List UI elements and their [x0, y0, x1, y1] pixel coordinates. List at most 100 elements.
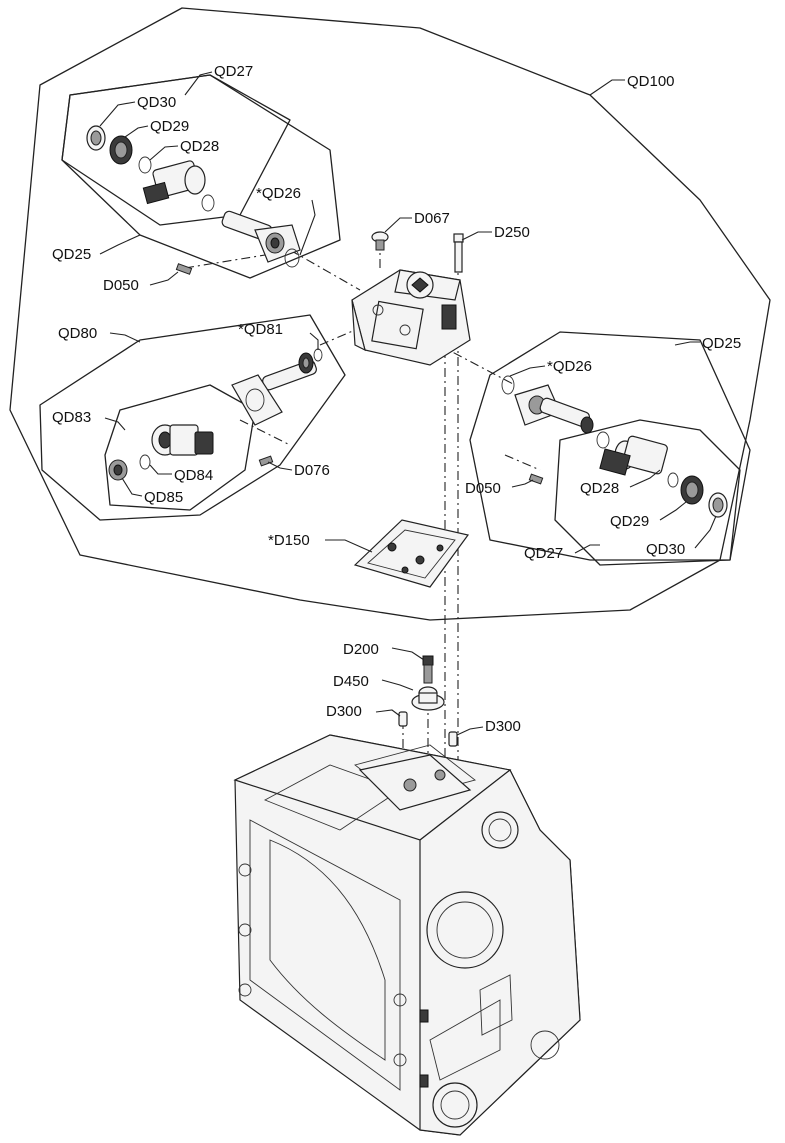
label-d200: D200: [343, 641, 379, 658]
leader-qd30-right: [694, 515, 717, 549]
qd81-spool: [262, 352, 317, 391]
qd26-top-oring: [284, 248, 300, 268]
qd28-right-solenoid: [599, 435, 668, 476]
label-d050-right: D050: [465, 480, 501, 497]
qd30-right-gear: [708, 492, 728, 518]
leader-qd81: [309, 332, 319, 350]
d250-bolt: [453, 233, 464, 273]
qd29-top-gear: [109, 135, 133, 165]
label-qd29-right: QD29: [610, 513, 649, 530]
label-d300-left: D300: [326, 703, 362, 720]
leader-qd83: [104, 417, 126, 431]
d076-screw: [258, 455, 274, 467]
outline-qd83: [104, 384, 256, 511]
label-d150: *D150: [268, 532, 310, 549]
qd85-nut: [108, 459, 128, 481]
qd26-right-oring: [501, 375, 515, 395]
label-qd26-right: *QD26: [547, 358, 592, 375]
label-qd30-right: QD30: [646, 541, 685, 558]
leader-d150: [325, 539, 373, 553]
outline-qd100: [9, 7, 771, 621]
d300-right-pin: [448, 731, 458, 747]
axis-d076: [239, 419, 291, 446]
label-qd80: QD80: [58, 325, 97, 342]
qd28-top-ring: [138, 156, 152, 174]
d150-gasket: [353, 519, 470, 588]
label-qd28-right: QD28: [580, 480, 619, 497]
qd28-right-ring: [596, 431, 610, 449]
label-qd30-top: QD30: [137, 94, 176, 111]
label-qd83: QD83: [52, 409, 91, 426]
leader-d300-left: [375, 709, 401, 717]
qd80-flange: [231, 374, 283, 426]
leader-d200: [391, 647, 425, 661]
leader-qd80: [109, 332, 141, 343]
leader-qd27-right: [574, 544, 600, 554]
label-d300-right: D300: [485, 718, 521, 735]
label-d076: D076: [294, 462, 330, 479]
d200-screw: [422, 655, 434, 684]
leader-qd25-right: [674, 341, 700, 346]
axis-d050-top: [184, 254, 266, 269]
axis-solenoid-top: [289, 249, 361, 291]
leader-d300-right: [456, 726, 484, 736]
leader-qd28-right: [629, 469, 661, 488]
leader-qd28-top: [149, 145, 179, 161]
label-d250: D250: [494, 224, 530, 241]
leader-d450: [381, 679, 414, 691]
leader-qd29-right: [659, 501, 687, 521]
axis-solenoid-right: [419, 334, 516, 386]
axis-qd81: [319, 329, 356, 346]
label-d067: D067: [414, 210, 450, 227]
label-qd81: *QD81: [238, 321, 283, 338]
control-block: [351, 269, 471, 366]
qd29-right-ring: [667, 472, 679, 488]
qd81-oring: [313, 348, 323, 362]
leader-d050-right: [511, 479, 534, 488]
qd29-right-gear: [680, 475, 704, 505]
outline-qd80: [39, 314, 346, 521]
leader-qd29-top: [124, 125, 149, 138]
leader-qd26-right: [509, 365, 546, 377]
label-d050-top: D050: [103, 277, 139, 294]
leader-d050-top: [149, 271, 179, 286]
qd28-top-ring-2: [201, 194, 215, 212]
qd84-solenoid: [151, 424, 214, 456]
outline-qd27-right: [554, 419, 741, 566]
label-qd29-top: QD29: [150, 118, 189, 135]
qd28-top-solenoid: [142, 160, 206, 205]
qd26-right-spool: [514, 384, 594, 434]
leader-qd84: [149, 464, 172, 475]
outline-qd25-top: [61, 74, 341, 279]
d050-right-screw: [528, 473, 544, 485]
qd30-top-gear: [86, 125, 106, 151]
label-qd27-top: QD27: [214, 63, 253, 80]
label-qd100: QD100: [627, 73, 675, 90]
leader-d067: [384, 217, 412, 233]
d300-left-pin: [398, 711, 408, 727]
label-qd84: QD84: [174, 467, 213, 484]
qd26-top-spool: [221, 210, 301, 263]
leader-d250: [461, 231, 492, 241]
leader-qd85: [121, 477, 143, 497]
label-qd27-right: QD27: [524, 545, 563, 562]
label-qd25-right: QD25: [702, 335, 741, 352]
label-qd26-top: *QD26: [256, 185, 301, 202]
qd84-ring: [139, 454, 151, 470]
leader-qd30-top: [99, 101, 136, 127]
d067-screw: [371, 231, 389, 251]
label-qd25-top: QD25: [52, 246, 91, 263]
d450-plug: [411, 686, 445, 711]
leader-d076: [267, 461, 293, 471]
leader-qd26-top: [299, 199, 316, 256]
label-d450: D450: [333, 673, 369, 690]
d050-top-screw: [175, 263, 193, 275]
main-housing: [233, 734, 581, 1136]
label-qd85: QD85: [144, 489, 183, 506]
axis-d050-right: [504, 454, 541, 471]
label-qd28-top: QD28: [180, 138, 219, 155]
leader-qd27-top: [184, 71, 213, 96]
leader-qd25-top: [99, 234, 141, 255]
leader-qd100: [589, 79, 625, 96]
